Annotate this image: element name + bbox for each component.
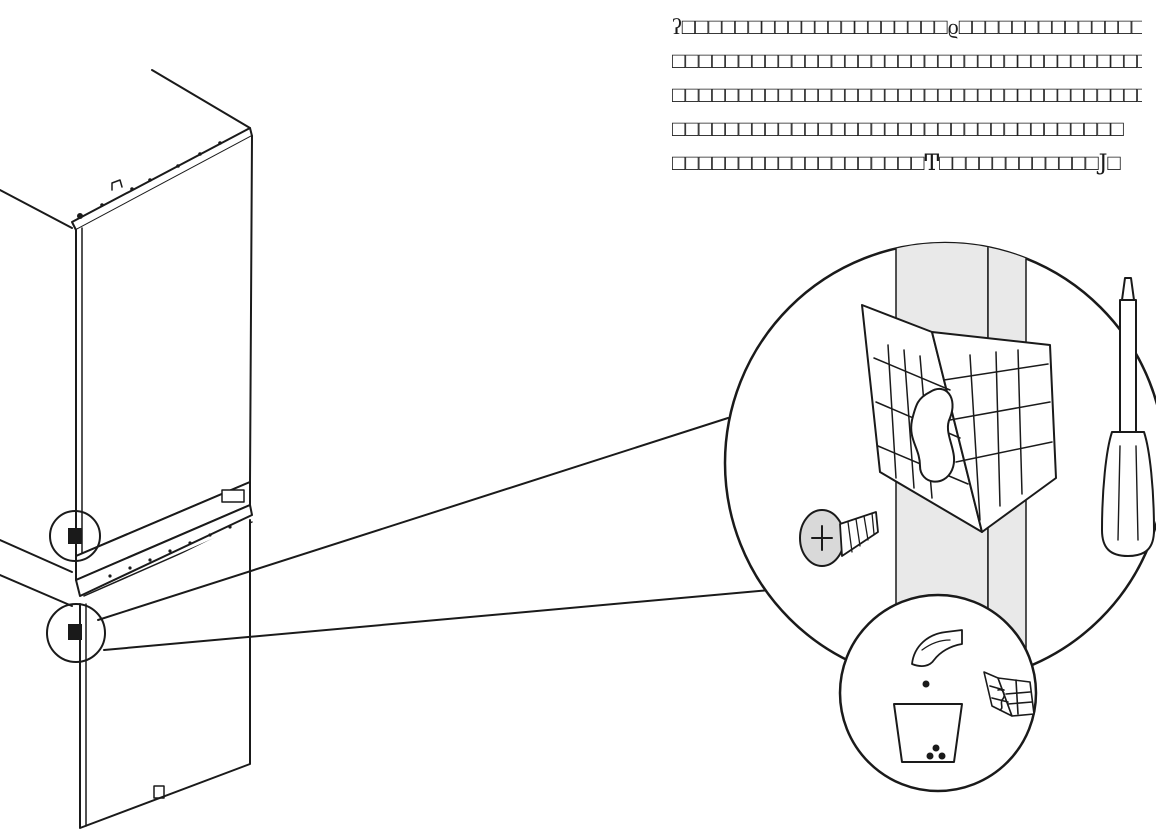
screwdriver-handle bbox=[1101, 431, 1155, 557]
screwdriver-tip bbox=[1121, 277, 1135, 301]
clip-keyhole-slot bbox=[910, 388, 955, 483]
cabinet-back-edge-top bbox=[0, 189, 73, 229]
leader-line-bottom bbox=[103, 587, 793, 651]
cabinet-back-edge-mid bbox=[0, 539, 73, 573]
screw-icon bbox=[799, 509, 879, 567]
clip-right-grid bbox=[943, 349, 1053, 521]
falling-particle bbox=[922, 680, 930, 688]
detail-highlight-upper bbox=[49, 510, 101, 562]
refrigerator-cabinet bbox=[0, 69, 253, 829]
hinge-cover-clip bbox=[861, 304, 1057, 533]
rail-bracket bbox=[221, 489, 245, 503]
glove-hand-icon bbox=[911, 629, 963, 667]
detail-highlight-lower bbox=[46, 603, 106, 663]
clip-right-face bbox=[931, 331, 1057, 533]
instruction-line-2: □□□□□□□□□□□□□□□□□□□□□□□□□□□□□□□□□□□□□□□□… bbox=[672, 48, 1142, 73]
middle-rail bbox=[75, 504, 253, 597]
disposal-circle bbox=[838, 593, 1038, 793]
rail-holes bbox=[108, 525, 232, 578]
upper-hinge-mark bbox=[68, 528, 82, 544]
waste-bin-icon bbox=[893, 703, 963, 763]
bottom-foot bbox=[153, 785, 165, 799]
small-clip-icon bbox=[983, 671, 1035, 717]
instruction-line-1: ʔ□□□□□□□□□□□□□□□□□□□□ϱ□□□□□□□□□□□□□□□□□□… bbox=[672, 14, 1142, 39]
bin-contents bbox=[926, 744, 946, 760]
disposal-view bbox=[838, 593, 1038, 793]
instruction-line-3: □□□□□□□□□□□□□□□□□□□□□□□□□□□□□□□□□□□□□□□□… bbox=[672, 82, 1142, 107]
screwdriver-shaft bbox=[1119, 299, 1137, 433]
top-edge-holes bbox=[77, 141, 222, 219]
lower-hinge-mark bbox=[68, 624, 82, 640]
screw-thread bbox=[847, 512, 875, 553]
instruction-text: ʔ□□□□□□□□□□□□□□□□□□□□ϱ□□□□□□□□□□□□□□□□□□… bbox=[672, 10, 1142, 180]
cabinet-rear-top bbox=[151, 69, 251, 129]
instruction-line-5: □□□□□□□□□□□□□□□□□□□Ͳ□□□□□□□□□□□□Ϳ□ bbox=[672, 150, 1121, 175]
cabinet-back-edge-mid2 bbox=[0, 574, 73, 607]
top-tab bbox=[111, 179, 123, 191]
instruction-line-4: □□□□□□□□□□□□□□□□□□□□□□□□□□□□□□□□□□ bbox=[672, 116, 1124, 141]
screw-cross bbox=[811, 525, 833, 551]
leader-line-top bbox=[97, 417, 729, 621]
screwdriver-icon bbox=[1101, 277, 1155, 557]
lower-door-front bbox=[79, 519, 251, 829]
